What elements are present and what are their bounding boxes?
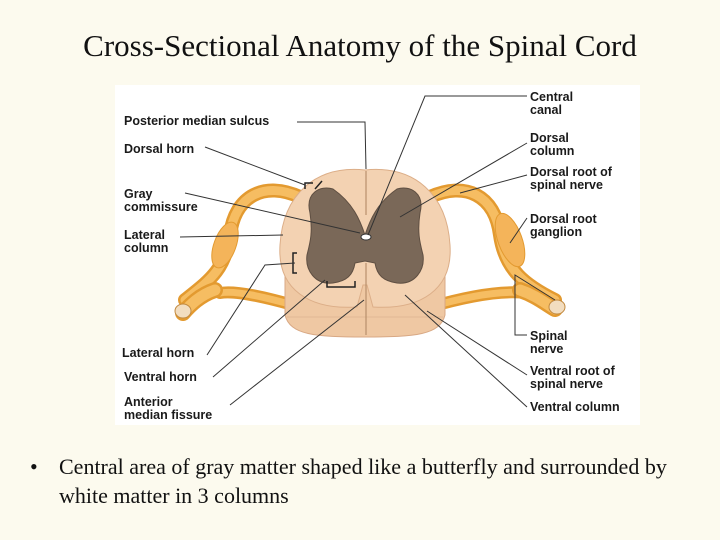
leader-lines <box>179 95 556 408</box>
label-dorsal-column-line1: Dorsal <box>530 131 569 145</box>
bullet-point: • Central area of gray matter shaped lik… <box>30 452 690 510</box>
label-posterior-median-sulcus: Posterior median sulcus <box>124 114 270 128</box>
label-dorsal-column-line2: column <box>530 144 575 158</box>
label-ventral-root-line2: spinal nerve <box>530 377 603 391</box>
label-central-canal-line2: canal <box>530 103 562 117</box>
central-canal <box>360 233 372 241</box>
label-dorsal-root-line1: Dorsal root of <box>530 165 612 179</box>
bullet-text: Central area of gray matter shaped like … <box>59 454 667 508</box>
spinal-cord-diagram: Posterior median sulcus Dorsal horn Gray… <box>115 85 640 425</box>
label-dorsal-root-line2: spinal nerve <box>530 178 603 192</box>
right-dorsal-root-ganglion <box>494 212 526 268</box>
label-anterior-median-fissure-line1: Anterior <box>124 395 173 409</box>
label-gray-commissure-line1: Gray <box>124 187 153 201</box>
label-lateral-column-line1: Lateral <box>124 228 165 242</box>
slide-title: Cross-Sectional Anatomy of the Spinal Co… <box>83 28 637 63</box>
label-spinal-nerve-line1: Spinal <box>530 329 568 343</box>
spinal-cord-illustration <box>174 95 566 408</box>
left-dorsal-root-ganglion <box>211 221 239 269</box>
label-dorsal-root-ganglion-line1: Dorsal root <box>530 212 597 226</box>
left-nerve-cut-end <box>174 303 192 319</box>
label-gray-commissure-line2: commissure <box>124 200 198 214</box>
right-nerve-cut-end <box>548 299 566 315</box>
label-lateral-horn: Lateral horn <box>122 346 195 360</box>
label-spinal-nerve-line2: nerve <box>530 342 564 356</box>
label-dorsal-horn: Dorsal horn <box>124 142 195 156</box>
label-dorsal-root-ganglion-line2: ganglion <box>530 225 583 239</box>
label-ventral-column: Ventral column <box>530 400 620 414</box>
label-central-canal-line1: Central <box>530 90 574 104</box>
label-lateral-column-line2: column <box>124 241 169 255</box>
label-ventral-horn: Ventral horn <box>124 370 197 384</box>
bullet-marker: • <box>30 454 38 479</box>
label-anterior-median-fissure-line2: median fissure <box>124 408 213 422</box>
label-ventral-root-line1: Ventral root of <box>530 364 615 378</box>
